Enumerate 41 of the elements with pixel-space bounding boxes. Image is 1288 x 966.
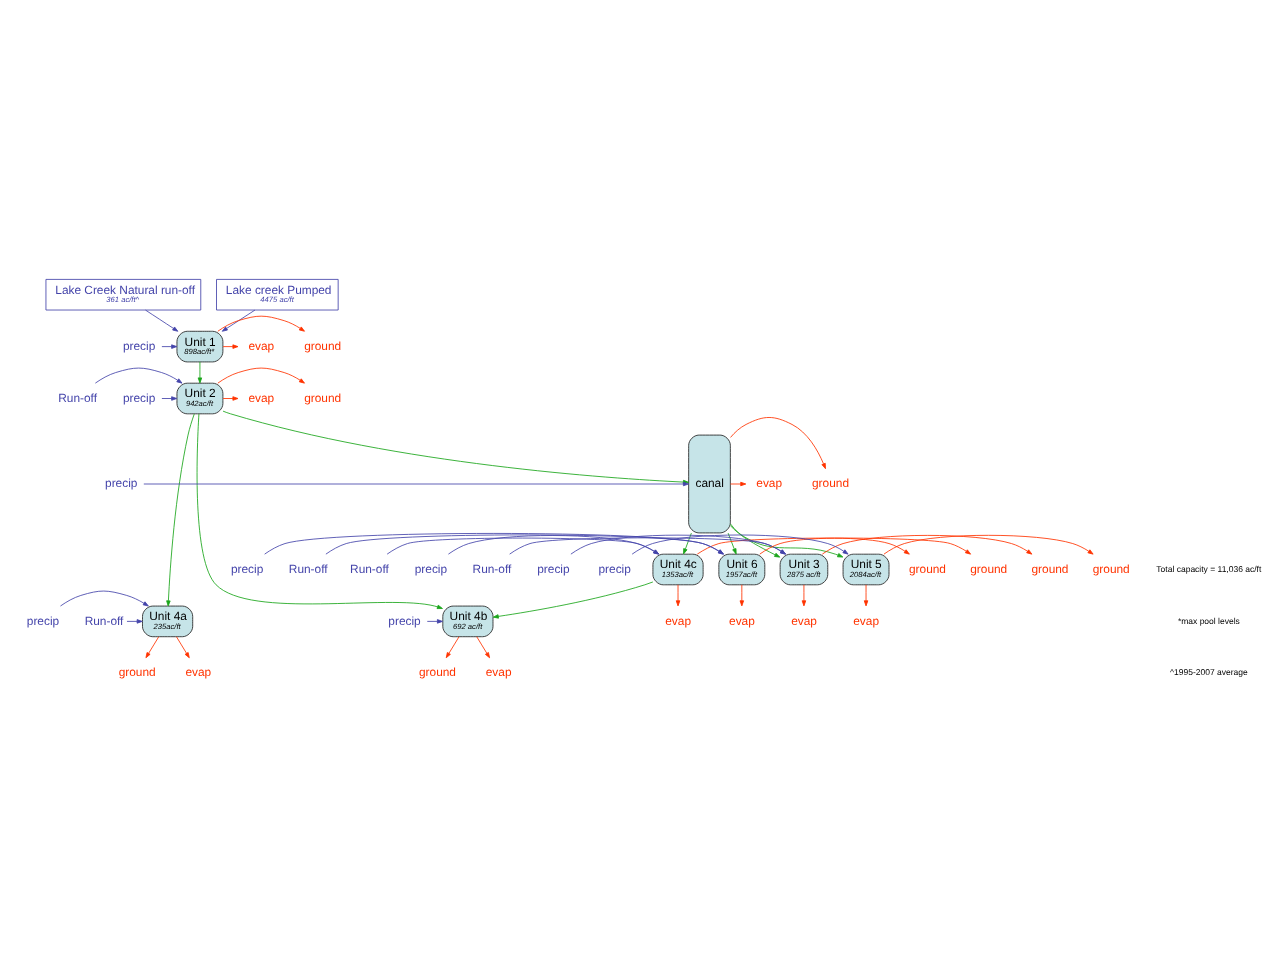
arrow (476, 635, 490, 658)
arrow (217, 366, 305, 383)
arrow (863, 583, 869, 606)
arrow (675, 583, 681, 606)
arrow (60, 589, 149, 606)
arrow (730, 522, 781, 557)
arrow (883, 533, 1094, 554)
arrow (801, 583, 807, 606)
arrow (176, 635, 190, 658)
arrow (217, 314, 305, 331)
arrow (196, 412, 443, 608)
arrow (445, 635, 460, 658)
arrow (264, 532, 724, 554)
arrow (386, 536, 660, 554)
arrow (730, 416, 826, 469)
arrow (739, 583, 745, 606)
arrow (94, 366, 183, 383)
arrow (570, 533, 786, 554)
arrow (696, 536, 972, 554)
arrow (426, 618, 443, 623)
arrow (821, 533, 1033, 554)
arrow (729, 524, 844, 557)
arrow (222, 343, 239, 348)
arrow (222, 395, 239, 400)
arrow (221, 308, 256, 331)
arrow (161, 395, 178, 400)
arrow (145, 635, 160, 658)
arrow (631, 533, 849, 554)
arrow (161, 343, 178, 348)
arrow (727, 531, 737, 554)
arrow (730, 480, 747, 486)
arrow (197, 360, 203, 383)
arrow (325, 533, 724, 554)
arrow (759, 536, 910, 554)
arrow (166, 412, 195, 606)
arrow (509, 536, 786, 554)
arrow (145, 308, 179, 331)
arrow (447, 534, 660, 554)
arrow (683, 531, 692, 554)
arrow (492, 580, 654, 618)
arrow (126, 618, 143, 623)
